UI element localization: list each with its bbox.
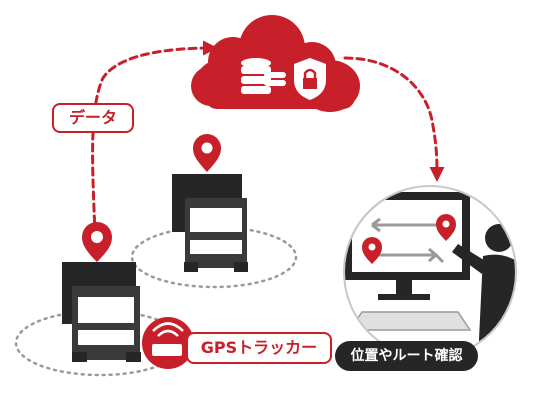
keyboard-icon xyxy=(348,311,472,331)
shield-lock-icon xyxy=(294,58,326,100)
database-icon xyxy=(241,58,286,94)
data-label: データ xyxy=(52,103,134,133)
truck-icon xyxy=(172,174,248,272)
route-check-label: 位置やルート確認 xyxy=(335,341,478,371)
cloud-icon xyxy=(191,15,360,112)
data-flow-arrows xyxy=(91,40,445,237)
map-pin-icon xyxy=(82,222,112,262)
monitoring-scene xyxy=(343,185,517,359)
tracking-radius-back xyxy=(130,225,298,289)
truck-icon xyxy=(62,262,141,362)
gps-tracker-label: GPSトラッカー xyxy=(186,332,332,364)
download-arrow xyxy=(343,56,445,182)
map-pin-icon xyxy=(362,237,382,264)
upload-arrow xyxy=(91,40,218,237)
map-pin-icon xyxy=(193,134,221,172)
gps-tracker-icon xyxy=(142,317,194,369)
map-pin-icon xyxy=(436,214,456,241)
